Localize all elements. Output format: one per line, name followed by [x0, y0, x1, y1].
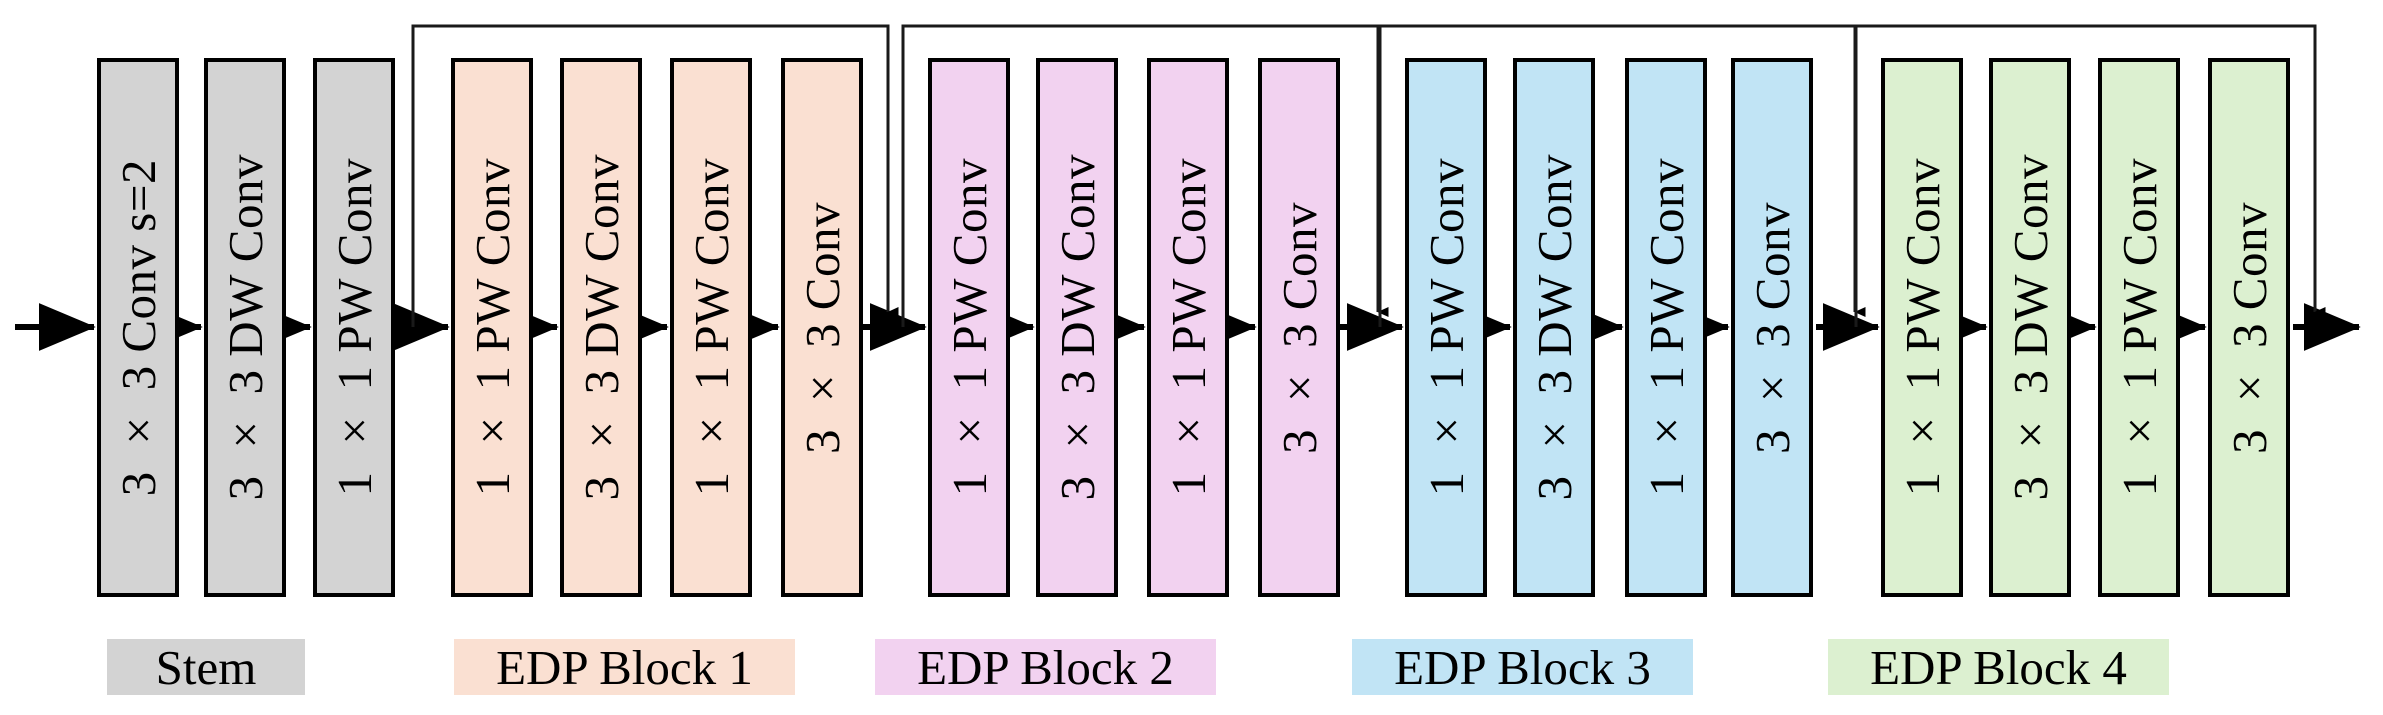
layer-label: 3 × 3 Conv — [1744, 201, 1800, 454]
legend-label: Stem — [155, 639, 257, 695]
legend-label: EDP Block 3 — [1394, 639, 1651, 695]
layer-label: 1 × 1 PW Conv — [326, 158, 382, 497]
layer-label: 1 × 1 PW Conv — [941, 158, 997, 497]
layer-label: 3 × 3 DW Conv — [573, 154, 629, 501]
layer-box-edp-block-1-1[interactable]: 3 × 3 DW Conv — [560, 58, 642, 597]
layer-box-edp-block-4-3[interactable]: 3 × 3 Conv — [2208, 58, 2290, 597]
layer-label: 3 × 3 DW Conv — [1049, 154, 1105, 501]
layer-box-edp-block-3-1[interactable]: 3 × 3 DW Conv — [1513, 58, 1595, 597]
legend-label: EDP Block 1 — [496, 639, 753, 695]
layer-box-edp-block-3-0[interactable]: 1 × 1 PW Conv — [1405, 58, 1487, 597]
layer-label: 1 × 1 PW Conv — [1638, 158, 1694, 497]
layer-label: 3 × 3 Conv — [794, 201, 850, 454]
legend-item-edp-block-3: EDP Block 3 — [1352, 639, 1693, 695]
legend-item-edp-block-4: EDP Block 4 — [1828, 639, 2169, 695]
layer-label: 1 × 1 PW Conv — [683, 158, 739, 497]
layer-box-edp-block-1-0[interactable]: 1 × 1 PW Conv — [451, 58, 533, 597]
layer-box-stem-1[interactable]: 3 × 3 DW Conv — [204, 58, 286, 597]
layer-label: 3 × 3 Conv s=2 — [110, 158, 166, 497]
layer-label: 1 × 1 PW Conv — [1160, 158, 1216, 497]
layer-label: 1 × 1 PW Conv — [1418, 158, 1474, 497]
layer-label: 3 × 3 DW Conv — [217, 154, 273, 501]
legend-item-edp-block-2: EDP Block 2 — [875, 639, 1216, 695]
layer-box-edp-block-4-0[interactable]: 1 × 1 PW Conv — [1881, 58, 1963, 597]
layer-box-edp-block-2-0[interactable]: 1 × 1 PW Conv — [928, 58, 1010, 597]
layer-box-edp-block-2-1[interactable]: 3 × 3 DW Conv — [1036, 58, 1118, 597]
layer-box-edp-block-1-2[interactable]: 1 × 1 PW Conv — [670, 58, 752, 597]
layer-label: 1 × 1 PW Conv — [1894, 158, 1950, 497]
layer-box-stem-2[interactable]: 1 × 1 PW Conv — [313, 58, 395, 597]
layer-label: 1 × 1 PW Conv — [2111, 158, 2167, 497]
layer-label: 3 × 3 DW Conv — [2002, 154, 2058, 501]
legend-label: EDP Block 4 — [1870, 639, 2127, 695]
layer-label: 3 × 3 Conv — [1271, 201, 1327, 454]
layer-label: 3 × 3 DW Conv — [1526, 154, 1582, 501]
layer-box-stem-0[interactable]: 3 × 3 Conv s=2 — [97, 58, 179, 597]
layer-box-edp-block-2-2[interactable]: 1 × 1 PW Conv — [1147, 58, 1229, 597]
legend-item-edp-block-1: EDP Block 1 — [454, 639, 795, 695]
layer-label: 3 × 3 Conv — [2221, 201, 2277, 454]
layer-box-edp-block-3-2[interactable]: 1 × 1 PW Conv — [1625, 58, 1707, 597]
layer-label: 1 × 1 PW Conv — [464, 158, 520, 497]
legend-item-stem: Stem — [107, 639, 305, 695]
legend-label: EDP Block 2 — [917, 639, 1174, 695]
layer-box-edp-block-4-1[interactable]: 3 × 3 DW Conv — [1989, 58, 2071, 597]
layer-box-edp-block-3-3[interactable]: 3 × 3 Conv — [1731, 58, 1813, 597]
layer-box-edp-block-1-3[interactable]: 3 × 3 Conv — [781, 58, 863, 597]
layer-box-edp-block-4-2[interactable]: 1 × 1 PW Conv — [2098, 58, 2180, 597]
layer-box-edp-block-2-3[interactable]: 3 × 3 Conv — [1258, 58, 1340, 597]
